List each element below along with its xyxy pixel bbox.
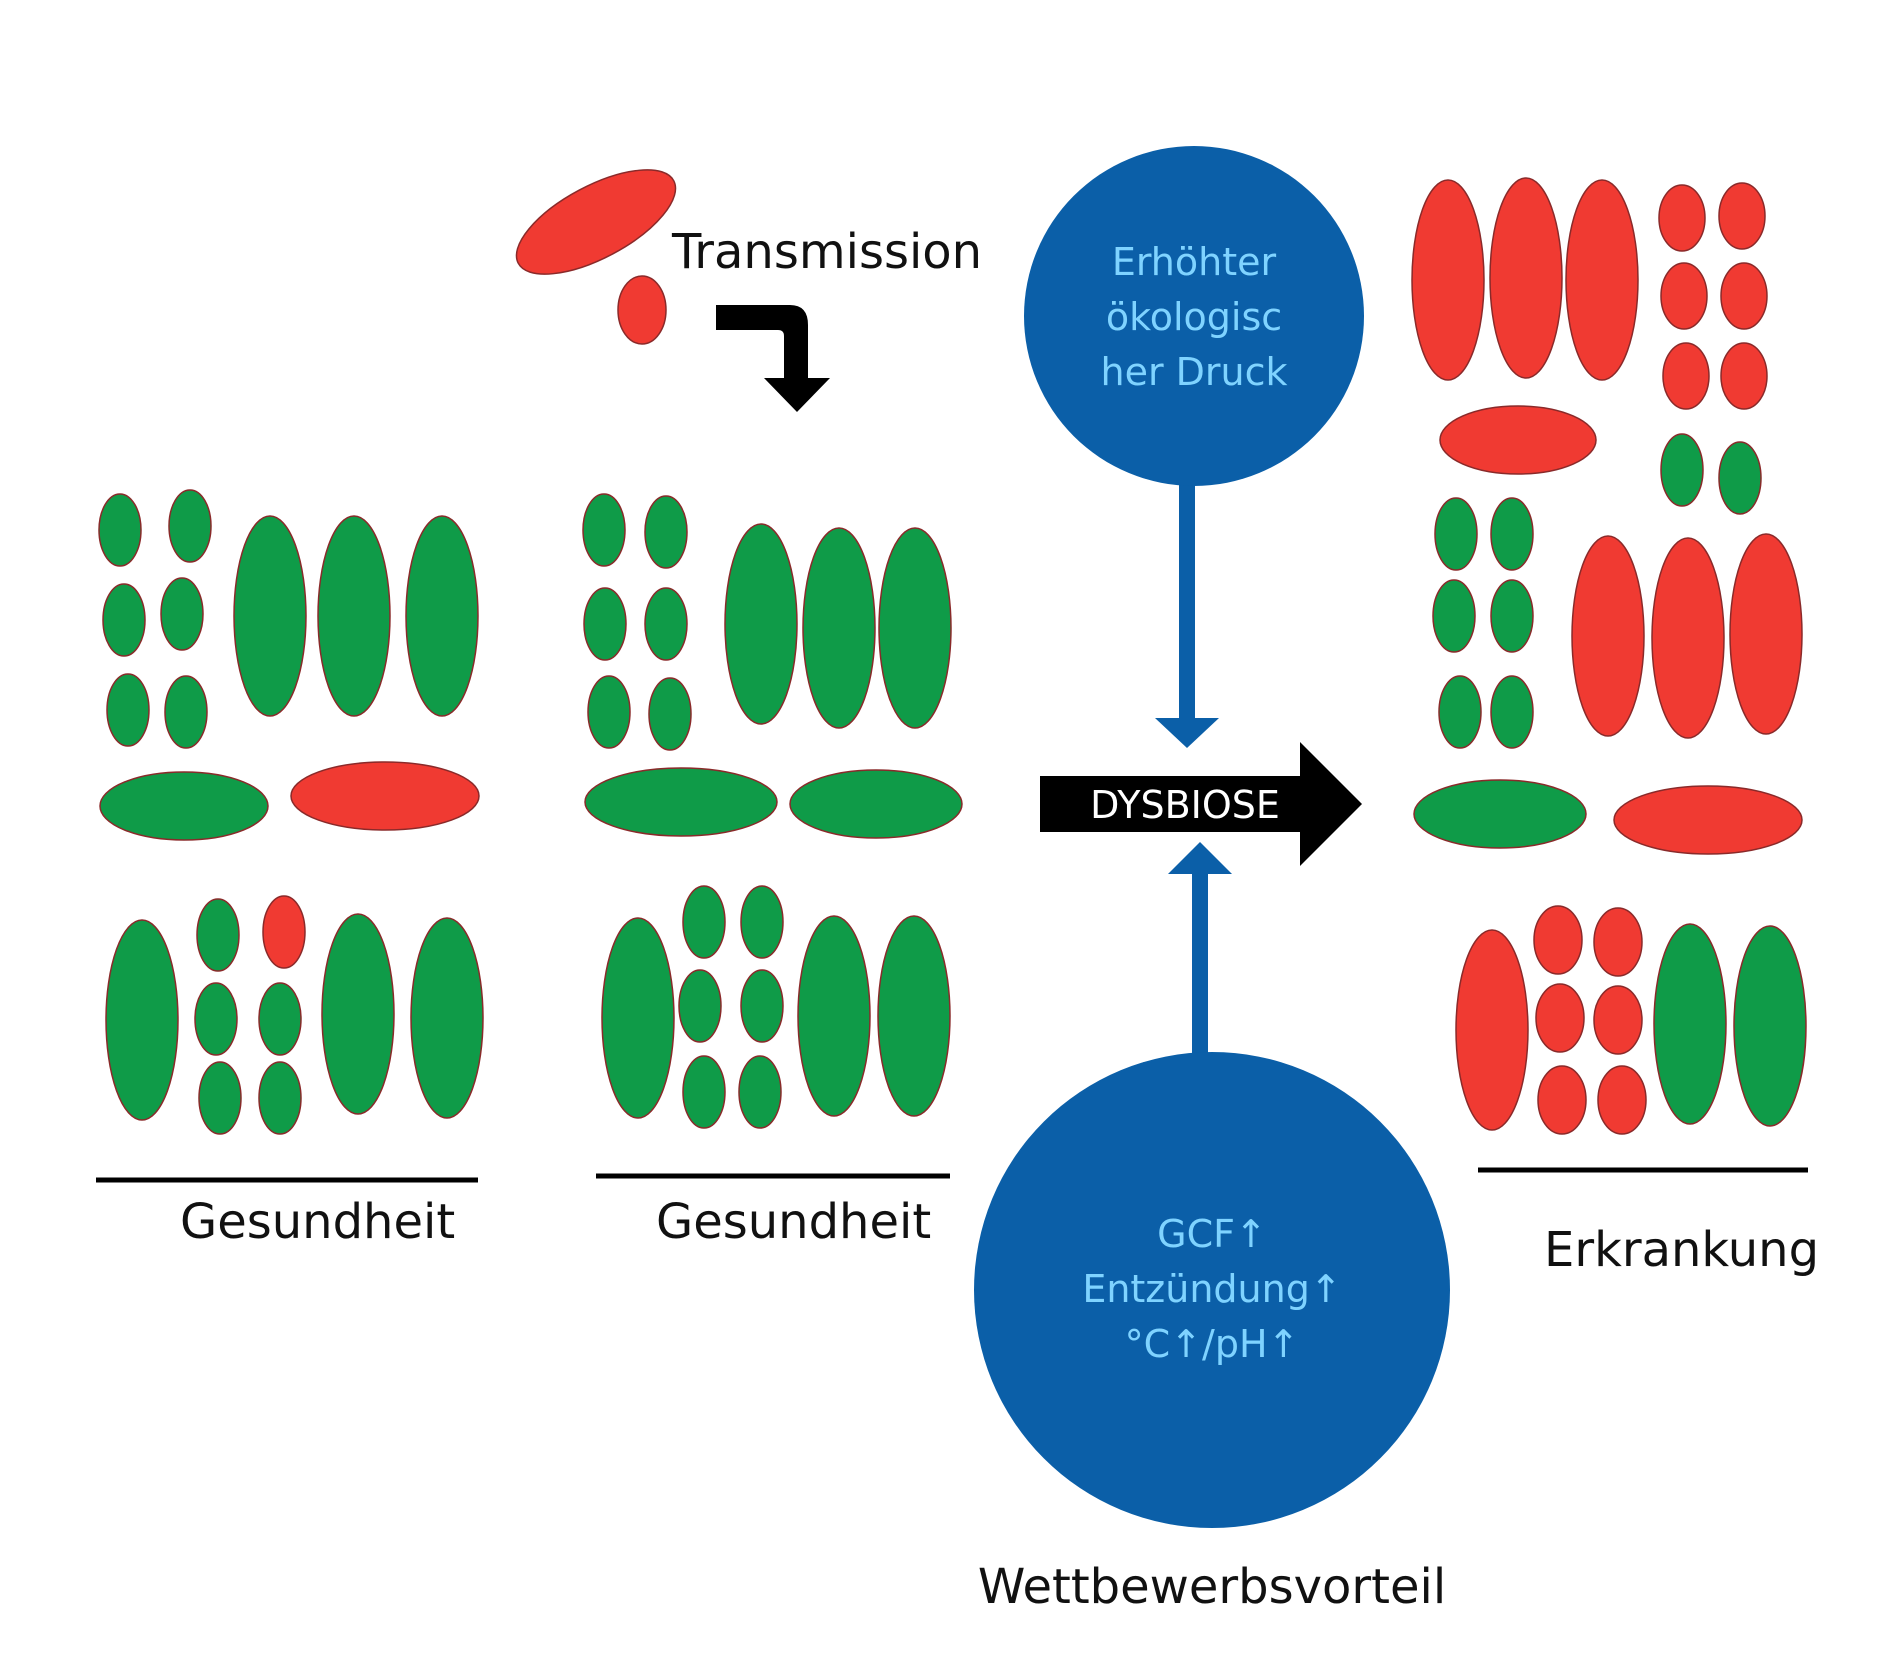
pathogen-bacterium bbox=[1662, 342, 1710, 410]
commensal-bacterium bbox=[644, 587, 688, 661]
bottom-circle-line-1: GCF↑ bbox=[1157, 1212, 1267, 1256]
commensal-bacterium bbox=[405, 515, 479, 717]
pathogen-bacterium bbox=[1533, 905, 1583, 975]
commensal-bacterium bbox=[102, 583, 146, 657]
pathogen-bacterium bbox=[1439, 405, 1597, 475]
commensal-bacterium bbox=[877, 915, 951, 1117]
transmission-label: Transmission bbox=[671, 224, 982, 280]
commensal-bacterium bbox=[1718, 441, 1762, 515]
pathogen-bacterium bbox=[1593, 985, 1643, 1055]
commensal-bacterium bbox=[1438, 675, 1482, 749]
commensal-bacterium bbox=[168, 489, 212, 563]
commensal-bacterium bbox=[584, 767, 778, 837]
dysbiose-label: DYSBIOSE bbox=[1090, 783, 1280, 827]
commensal-bacterium bbox=[682, 1055, 726, 1129]
commensal-bacterium bbox=[99, 771, 269, 841]
competitive-advantage-label: Wettbewerbsvorteil bbox=[978, 1559, 1446, 1615]
commensal-bacterium bbox=[582, 493, 626, 567]
pathogen-bacterium bbox=[1537, 1065, 1587, 1135]
pathogen-bacterium bbox=[1593, 907, 1643, 977]
commensal-bacterium bbox=[1413, 779, 1587, 849]
pathogen-bacterium bbox=[1411, 179, 1485, 381]
top-pressure-circle bbox=[1024, 146, 1364, 486]
panel-1-label: Gesundheit bbox=[180, 1194, 455, 1250]
commensal-bacterium bbox=[164, 675, 208, 749]
pathogen-bacterium bbox=[1535, 983, 1585, 1053]
commensal-bacterium bbox=[1490, 675, 1534, 749]
top-circle-line-2: ökologisc bbox=[1106, 295, 1282, 339]
pathogen-bacterium bbox=[1455, 929, 1529, 1131]
panel-2-label: Gesundheit bbox=[656, 1194, 931, 1250]
commensal-bacterium bbox=[1660, 433, 1704, 507]
commensal-bacterium bbox=[738, 1055, 782, 1129]
top-circle-line-3: her Druck bbox=[1100, 350, 1287, 394]
commensal-bacterium bbox=[160, 577, 204, 651]
pathogen-bacterium bbox=[1489, 177, 1563, 379]
bottom-arrow-head-icon bbox=[1168, 842, 1232, 874]
commensal-bacterium bbox=[1490, 497, 1534, 571]
commensal-bacterium bbox=[321, 913, 395, 1115]
commensal-bacterium bbox=[583, 587, 627, 661]
pathogen-bacterium bbox=[515, 169, 677, 275]
top-circle-line-1: Erhöhter bbox=[1112, 240, 1277, 284]
panel-3-label: Erkrankung bbox=[1544, 1222, 1819, 1278]
commensal-bacterium bbox=[1432, 579, 1476, 653]
bottom-circle-line-2: Entzündung↑ bbox=[1082, 1267, 1341, 1311]
pathogen-bacterium bbox=[1658, 184, 1706, 252]
panel-health-2 bbox=[582, 493, 963, 1129]
commensal-bacterium bbox=[194, 982, 238, 1056]
commensal-bacterium bbox=[317, 515, 391, 717]
commensal-bacterium bbox=[601, 917, 675, 1119]
pathogen-bacterium bbox=[1720, 262, 1768, 330]
pathogen-bacterium bbox=[1718, 182, 1766, 250]
pathogen-bacterium bbox=[1613, 785, 1803, 855]
commensal-bacterium bbox=[198, 1061, 242, 1135]
pathogen-bacterium bbox=[1729, 533, 1803, 735]
bottom-circle-line-3: °C↑/pH↑ bbox=[1125, 1322, 1300, 1366]
pathogen-bacterium bbox=[1720, 342, 1768, 410]
commensal-bacterium bbox=[1733, 925, 1807, 1127]
commensal-bacterium bbox=[644, 495, 688, 569]
commensal-bacterium bbox=[233, 515, 307, 717]
commensal-bacterium bbox=[258, 1061, 302, 1135]
commensal-bacterium bbox=[682, 885, 726, 959]
commensal-bacterium bbox=[678, 969, 722, 1043]
commensal-bacterium bbox=[1653, 923, 1727, 1125]
top-arrow-head-icon bbox=[1155, 718, 1219, 748]
commensal-bacterium bbox=[105, 919, 179, 1121]
commensal-bacterium bbox=[789, 769, 963, 839]
commensal-bacterium bbox=[196, 898, 240, 972]
commensal-bacterium bbox=[724, 523, 798, 725]
bottom-advantage-circle bbox=[974, 1052, 1450, 1528]
pathogen-bacterium bbox=[1651, 537, 1725, 739]
commensal-bacterium bbox=[740, 969, 784, 1043]
commensal-bacterium bbox=[797, 915, 871, 1117]
pathogen-bacterium bbox=[1660, 262, 1708, 330]
commensal-bacterium bbox=[740, 885, 784, 959]
transmission-curved-arrow-icon bbox=[716, 305, 830, 412]
commensal-bacterium bbox=[587, 675, 631, 749]
commensal-bacterium bbox=[802, 527, 876, 729]
bottom-arrow-shaft bbox=[1192, 872, 1208, 1082]
pathogen-bacterium bbox=[617, 275, 667, 345]
commensal-bacterium bbox=[1434, 497, 1478, 571]
pathogen-bacterium bbox=[1597, 1065, 1647, 1135]
panel-disease bbox=[1411, 177, 1807, 1135]
commensal-bacterium bbox=[258, 982, 302, 1056]
commensal-bacterium bbox=[1490, 579, 1534, 653]
commensal-bacterium bbox=[98, 493, 142, 567]
dysbiose-arrow-icon bbox=[1040, 742, 1362, 866]
commensal-bacterium bbox=[410, 917, 484, 1119]
commensal-bacterium bbox=[648, 677, 692, 751]
pathogen-bacterium bbox=[1571, 535, 1645, 737]
panel-health-1 bbox=[98, 489, 484, 1135]
pathogen-bacterium bbox=[290, 761, 480, 831]
pathogen-bacterium bbox=[262, 895, 306, 969]
transmission-bacteria bbox=[515, 169, 677, 345]
pathogen-bacterium bbox=[1565, 179, 1639, 381]
commensal-bacterium bbox=[106, 673, 150, 747]
commensal-bacterium bbox=[878, 527, 952, 729]
top-arrow-shaft bbox=[1179, 470, 1195, 728]
